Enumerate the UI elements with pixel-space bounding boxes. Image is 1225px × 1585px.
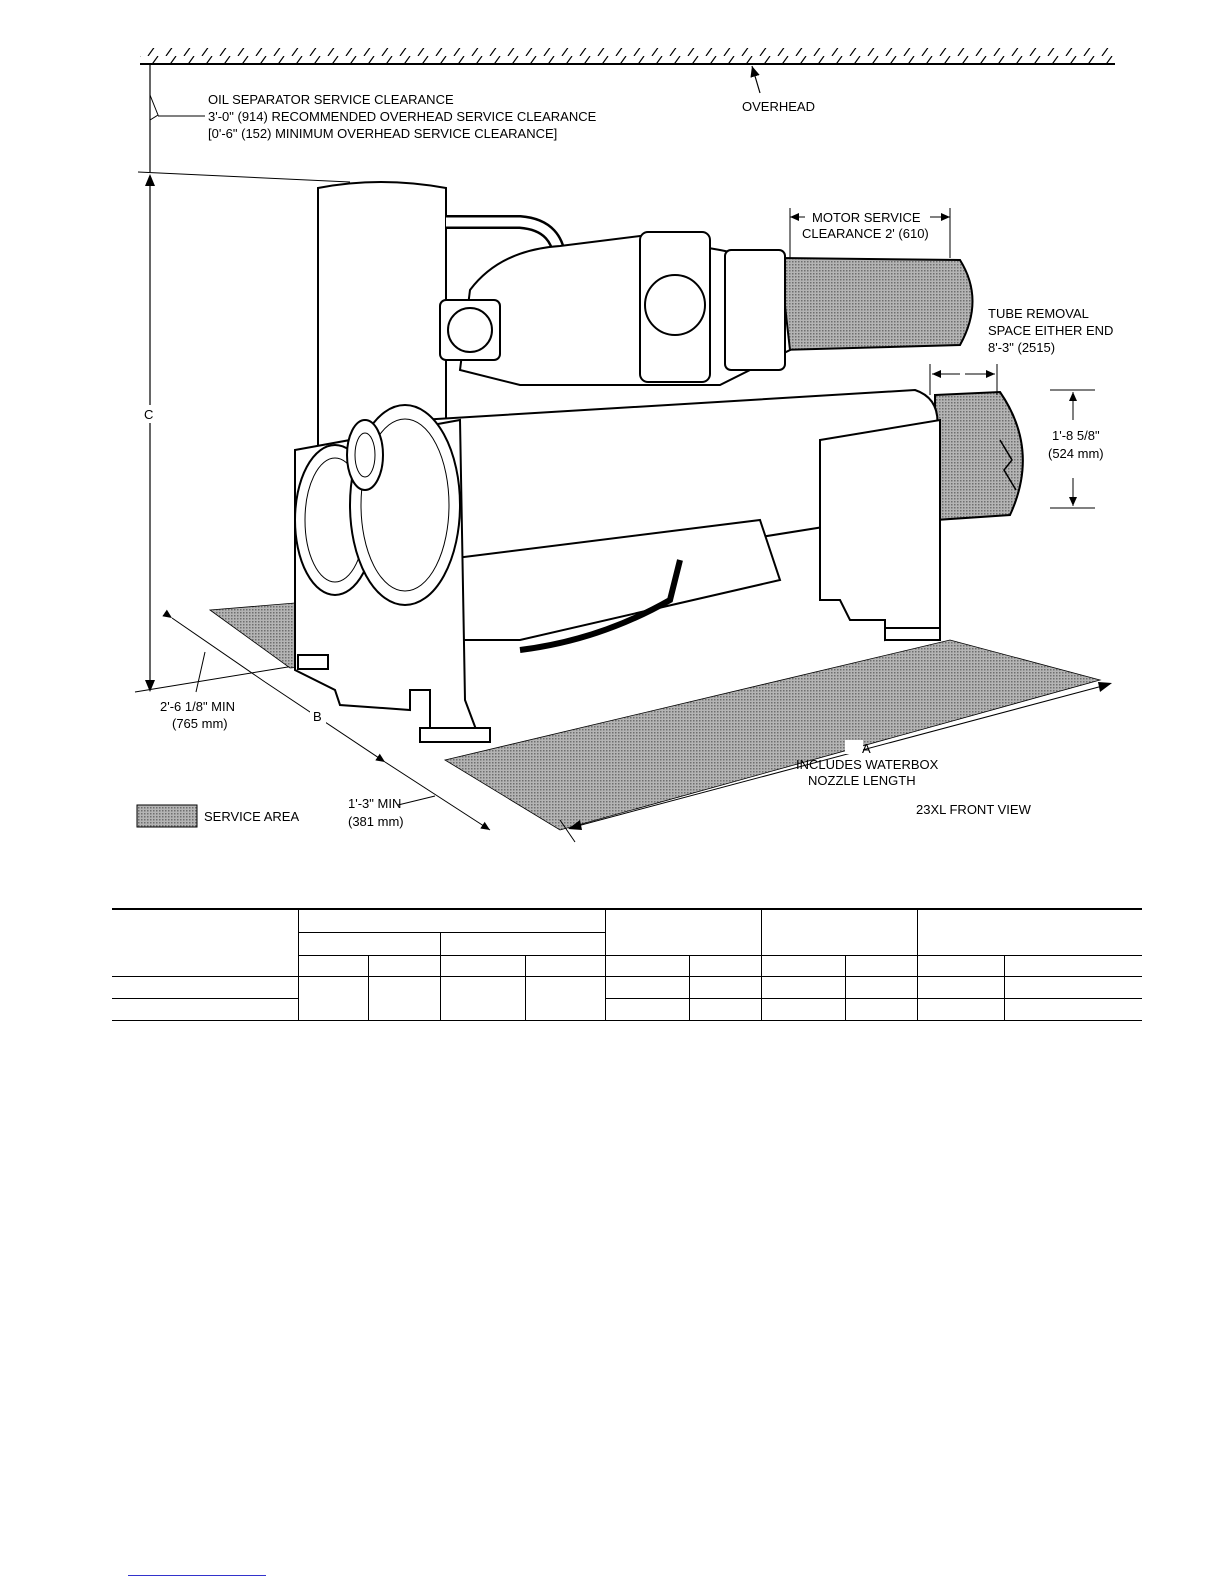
service-area-legend-label: SERVICE AREA [204,809,299,824]
tube-removal-clearance: TUBE REMOVAL SPACE EITHER END 8'-3" (251… [929,306,1113,395]
chiller-clearance-drawing: OVERHEAD OIL SEPARATOR SERVICE CLEARANCE… [134,48,1115,843]
service-area-legend: SERVICE AREA [136,804,299,828]
dimension-b: B [162,609,491,831]
table-header-row-3 [112,955,1142,977]
overhead-leader [750,65,761,94]
dimension-b-label: B [313,709,322,724]
chiller-unit [294,181,941,743]
footer-link-underline[interactable] [128,1575,266,1576]
table-row [112,976,1142,1021]
dimension-a-line2: NOZZLE LENGTH [808,773,916,788]
front-clearance-line2: (381 mm) [348,814,404,829]
waterbox-dim-line1: 1'-8 5/8" [1052,428,1100,443]
overhead-label: OVERHEAD [742,99,815,114]
oil-separator-line3: [0'-6" (152) MINIMUM OVERHEAD SERVICE CL… [208,126,557,141]
left-clearance-line2: (765 mm) [172,716,228,731]
table-row [112,998,1142,1021]
table-header-row-2 [112,932,1142,956]
service-area-front [443,639,1102,831]
oil-separator-clearance: OIL SEPARATOR SERVICE CLEARANCE 3'-0" (9… [149,64,597,172]
waterbox-dim-line2: (524 mm) [1048,446,1104,461]
table-header-row-1 [112,908,1142,977]
dimension-a: A INCLUDES WATERBOX NOZZLE LENGTH [559,682,1112,843]
tube-removal-line2: SPACE EITHER END [988,323,1113,338]
oil-separator-line2: 3'-0" (914) RECOMMENDED OVERHEAD SERVICE… [208,109,597,124]
front-clearance-line1: 1'-3" MIN [348,796,401,811]
tube-removal-line3: 8'-3" (2515) [988,340,1055,355]
motor-service-clearance: MOTOR SERVICE CLEARANCE 2' (610) [789,208,951,258]
motor-service-line2: CLEARANCE 2' (610) [802,226,929,241]
dimension-c-label: C [144,407,153,422]
dimension-c: C [134,171,351,693]
dimension-a-letter: A [862,741,871,756]
view-label: 23XL FRONT VIEW [916,802,1032,817]
tube-removal-line1: TUBE REMOVAL [988,306,1089,321]
oil-separator-line1: OIL SEPARATOR SERVICE CLEARANCE [208,92,454,107]
dimension-table [112,908,1142,1021]
waterbox-dimension: 1'-8 5/8" (524 mm) [1048,389,1104,509]
dimension-a-line1: INCLUDES WATERBOX [796,757,939,772]
left-clearance-line1: 2'-6 1/8" MIN [160,699,235,714]
overhead-ceiling [140,48,1115,65]
tube-removal-shells [779,256,1024,522]
motor-service-line1: MOTOR SERVICE [812,210,921,225]
service-area-swatch [136,804,198,828]
